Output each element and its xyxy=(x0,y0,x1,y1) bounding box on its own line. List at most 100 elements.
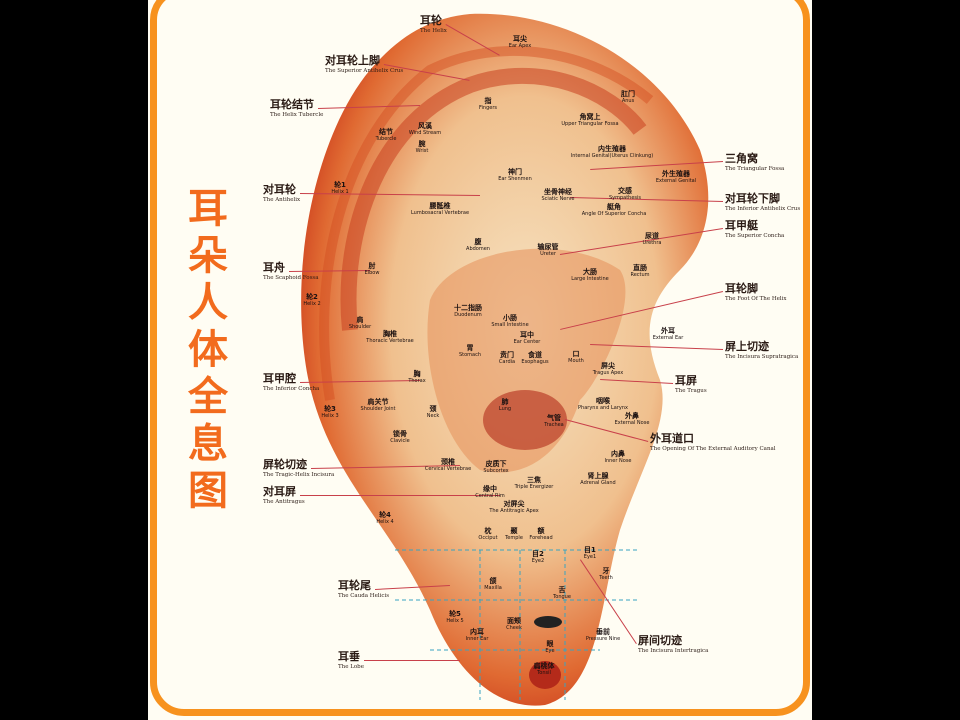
acupoint-zh: 咽喉 xyxy=(596,397,610,405)
acupoint-zh: 腕 xyxy=(418,140,426,148)
helix-inner-ridge xyxy=(319,45,654,401)
acupoint-zh: 目2 xyxy=(532,550,544,558)
acupoint-en: Wind Stream xyxy=(408,130,442,136)
callout-zh: 耳舟 xyxy=(263,261,285,274)
acupoint-zh: 外耳 xyxy=(661,327,675,335)
acupoint-en: Ear Apex xyxy=(508,43,532,49)
acupoint-en: Teeth xyxy=(599,575,613,581)
acupoint-zh: 直肠 xyxy=(632,264,647,272)
acupoint-en: Pharynx and Larynx xyxy=(578,405,628,411)
callout-zh: 耳垂 xyxy=(338,650,360,663)
acupoint-en: Esophagus xyxy=(521,359,549,365)
acupoint-en: Maxilla xyxy=(484,585,502,591)
acupoint-zh: 食道 xyxy=(528,351,542,359)
callout-zh: 耳轮尾 xyxy=(338,579,371,592)
acupoint-zh: 颞 xyxy=(510,527,518,535)
callout-zh: 对耳轮上脚 xyxy=(325,54,380,67)
acupoint-en: Small Intestine xyxy=(491,322,529,328)
acupoint-zh: 面颊 xyxy=(507,617,521,625)
acupoint-zh: 风溪 xyxy=(418,122,432,130)
acupoint-en: Tubercle xyxy=(375,136,397,142)
acupoint-en: Sympathesis xyxy=(608,195,642,201)
acupoint-zh: 耳中 xyxy=(519,331,534,339)
callout-en: The Helix Tubercle xyxy=(270,112,324,118)
acupoint-zh: 颈椎 xyxy=(441,458,455,466)
acupoint-zh: 缘中 xyxy=(483,485,497,493)
acupoint-zh: 轮4 xyxy=(379,511,391,519)
acupoint-zh: 内耳 xyxy=(470,628,484,636)
acupoint-en: Fingers xyxy=(479,105,497,111)
acupoint-en: Shoulder Joint xyxy=(360,406,396,412)
acupoint-en: Temple xyxy=(505,535,523,541)
acupoint-en: Helix 4 xyxy=(376,519,394,525)
acupoint-en: External Genital xyxy=(655,178,697,184)
acupoint-en: Trachea xyxy=(544,422,564,428)
acupoint-en: Tragus Apex xyxy=(592,370,624,376)
acupoint-en: Elbow xyxy=(364,270,380,276)
acupoint-en: Anus xyxy=(621,98,635,104)
callout-en: The Inferior Antihelix Crus xyxy=(725,206,801,212)
acupoint-en: Central Rim xyxy=(475,493,505,499)
callout-en: The Helix xyxy=(420,28,447,34)
acupoint-en: Helix 1 xyxy=(331,189,349,195)
acupoint-en: External Nose xyxy=(614,420,650,426)
acupoint-zh: 腹 xyxy=(474,238,482,246)
acupoint-en: The Antitragic Apex xyxy=(489,508,539,514)
callout-en: The Opening Of The External Auditory Can… xyxy=(650,446,776,452)
acupoint-en: Helix 3 xyxy=(321,413,339,419)
acupoint-en: Angle Of Superior Concha xyxy=(581,211,647,217)
acupoint-zh: 额 xyxy=(537,527,545,535)
acupoint-en: Ear Center xyxy=(513,339,541,345)
acupoint-en: Stomach xyxy=(458,352,482,358)
acupoint-zh: 目1 xyxy=(584,546,596,554)
acupoint-en: Eye xyxy=(545,648,555,654)
acupoint-zh: 胸 xyxy=(413,370,421,378)
acupoint-zh: 牙 xyxy=(602,567,610,575)
acupoint-en: Large Intestine xyxy=(571,276,609,282)
acupoint-zh: 肾上腺 xyxy=(587,472,609,480)
acupoint-zh: 输尿管 xyxy=(537,243,559,251)
acupoint-zh: 垂前 xyxy=(595,628,610,636)
acupoint-en: Eye1 xyxy=(583,554,597,560)
acupoint-en: Inner Ear xyxy=(465,636,489,642)
acupoint-zh: 眼 xyxy=(546,640,554,648)
acupoint-zh: 口 xyxy=(572,350,580,358)
callout-zh: 耳轮 xyxy=(420,14,442,27)
acupoint-zh: 神门 xyxy=(507,168,522,176)
acupoint-zh: 耳尖 xyxy=(512,35,527,43)
